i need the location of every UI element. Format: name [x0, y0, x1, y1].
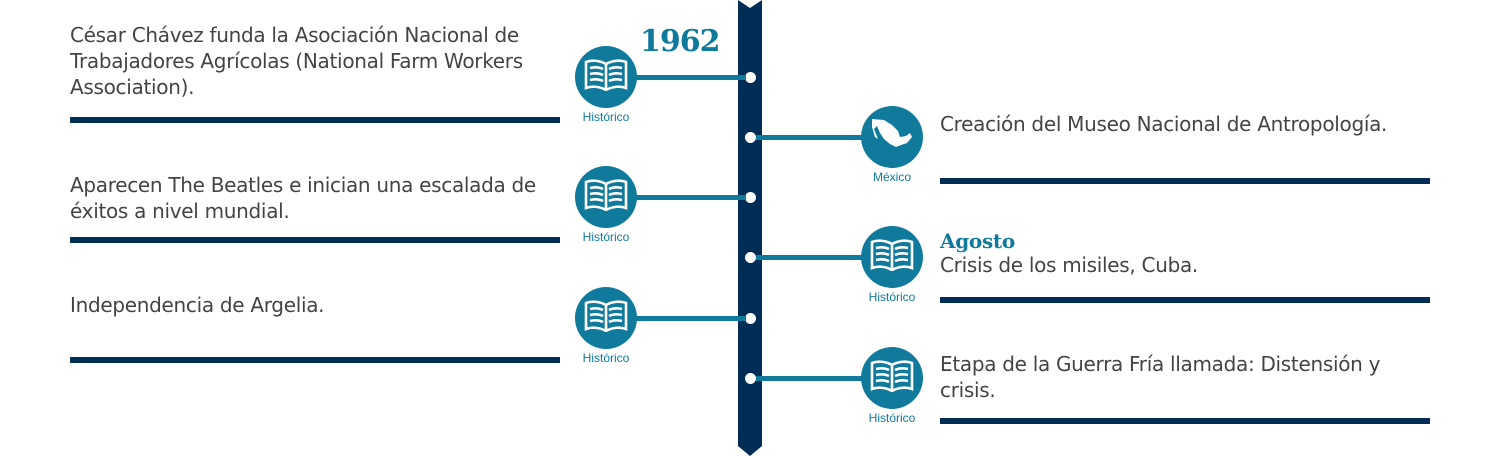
- timeline-dot: [745, 313, 756, 324]
- event-text: Independencia de Argelia.: [70, 293, 325, 317]
- connector: [636, 75, 746, 80]
- event-text: Aparecen The Beatles e inician una escal…: [70, 173, 536, 223]
- event-icon-circle[interactable]: [575, 166, 637, 228]
- category-label: Histórico: [868, 411, 916, 425]
- event-block: Etapa de la Guerra Fría llamada: Distens…: [940, 351, 1435, 403]
- event-divider: [940, 418, 1430, 424]
- year-label: 1962: [640, 24, 720, 59]
- event-divider: [70, 237, 560, 243]
- timeline-dot: [745, 373, 756, 384]
- connector: [756, 255, 866, 260]
- event-divider: [940, 297, 1430, 303]
- connector: [636, 316, 746, 321]
- book-icon: [584, 300, 628, 336]
- event-divider: [70, 357, 560, 363]
- book-icon: [584, 59, 628, 95]
- category-label: Histórico: [582, 351, 630, 365]
- timeline-dot: [745, 132, 756, 143]
- event-text: Crisis de los misiles, Cuba.: [940, 253, 1198, 277]
- event-icon-circle[interactable]: [861, 106, 923, 168]
- book-icon: [584, 179, 628, 215]
- category-label: Histórico: [582, 110, 630, 124]
- connector: [756, 135, 866, 140]
- event-icon-circle[interactable]: [861, 347, 923, 409]
- timeline-spine: [738, 0, 762, 456]
- event-divider: [70, 117, 560, 123]
- timeline-dot: [745, 252, 756, 263]
- book-icon: [870, 360, 914, 396]
- event-icon-circle[interactable]: [575, 287, 637, 349]
- event-text: Etapa de la Guerra Fría llamada: Distens…: [940, 352, 1381, 402]
- event-icon-circle[interactable]: [861, 226, 923, 288]
- timeline-dot: [745, 72, 756, 83]
- event-block: Creación del Museo Nacional de Antropolo…: [940, 111, 1435, 137]
- connector: [756, 376, 866, 381]
- event-text: César Chávez funda la Asociación Naciona…: [70, 23, 523, 99]
- category-label: Histórico: [868, 290, 916, 304]
- category-label: México: [872, 170, 911, 184]
- event-month: Agosto: [940, 229, 1015, 253]
- event-divider: [940, 178, 1430, 184]
- event-text: Creación del Museo Nacional de Antropolo…: [940, 112, 1388, 136]
- mexico-map-icon: [870, 117, 914, 157]
- event-icon-circle[interactable]: [575, 46, 637, 108]
- connector: [636, 195, 746, 200]
- category-label: Histórico: [582, 230, 630, 244]
- timeline-dot: [745, 192, 756, 203]
- book-icon: [870, 239, 914, 275]
